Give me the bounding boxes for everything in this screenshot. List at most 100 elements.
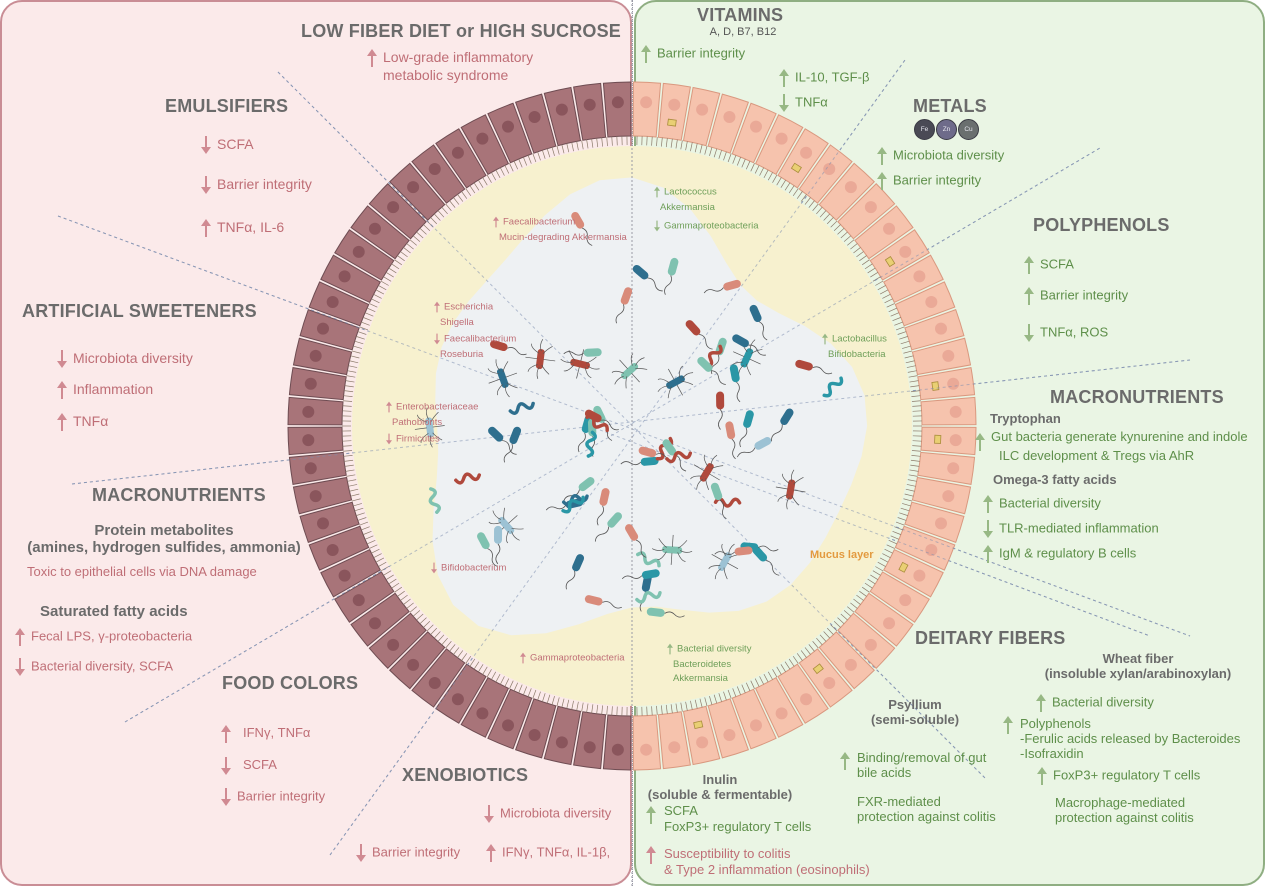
zinc-badge: Zn [936, 119, 957, 140]
microvillus [911, 395, 921, 397]
cell-nucleus [668, 741, 681, 754]
cell-nucleus [304, 377, 317, 390]
microvillus [808, 200, 815, 208]
sfa-effect: Bacterial diversity, SCFA [15, 658, 173, 676]
cell-nucleus [407, 181, 420, 194]
microvillus [348, 484, 358, 487]
microvillus [830, 220, 838, 228]
cell-nucleus [723, 110, 736, 123]
pilus [705, 478, 710, 491]
microvillus [759, 167, 764, 176]
microvillus [670, 704, 673, 714]
microvillus [527, 688, 532, 697]
down-arrow-icon [1024, 324, 1034, 342]
cell-nucleus [640, 96, 653, 109]
pilus [635, 368, 648, 370]
microvillus [792, 655, 799, 664]
vitamins-effect: TNFα [779, 94, 828, 112]
epithelial-cell [731, 688, 777, 750]
pilus [417, 414, 428, 423]
microvillus [441, 206, 448, 215]
down-arrow-icon [356, 844, 366, 862]
epithelial-cell [632, 714, 662, 771]
bacterium-body [498, 516, 515, 534]
microvillus [453, 197, 460, 205]
epithelial-cell [777, 663, 829, 724]
microvillus [909, 380, 919, 383]
epithelial-cell [904, 308, 965, 351]
pilus [635, 357, 645, 366]
microvillus [826, 627, 834, 635]
epithelial-cell [904, 501, 965, 544]
microvillus [879, 289, 889, 295]
bacterium-body [488, 426, 504, 442]
bacterium [652, 534, 693, 565]
microvillus [856, 594, 864, 601]
microvillus [906, 365, 916, 368]
cell-nucleus [476, 707, 489, 720]
microvillus [910, 385, 920, 388]
microvillus [816, 206, 823, 215]
microvillus [461, 653, 468, 661]
microvillus [723, 691, 727, 701]
microvillus [685, 141, 688, 151]
microvillus [819, 210, 827, 218]
pilus [430, 411, 439, 422]
cell-nucleus [302, 405, 315, 418]
epithelial-cell [320, 254, 381, 304]
microvillus [800, 194, 807, 202]
microvillus [409, 606, 417, 613]
microvillus [750, 680, 755, 689]
microvillus [713, 148, 718, 158]
microvillus [385, 272, 394, 278]
bacterium-body [716, 391, 725, 410]
microvillus [423, 224, 431, 232]
bacterium-body [607, 512, 623, 528]
cell-nucleus [949, 405, 962, 418]
bacterium-body [621, 362, 639, 380]
spirillum [585, 430, 597, 458]
pilus [791, 495, 800, 506]
cell-nucleus [555, 736, 568, 749]
bacterium-body [509, 426, 522, 445]
epithelial-cell [299, 501, 360, 544]
cell-nucleus [775, 132, 788, 145]
flagellum [495, 543, 501, 565]
sweeteners-effect: Microbiota diversity [57, 350, 193, 369]
microvillus [833, 224, 841, 232]
up-arrow-icon [1003, 716, 1013, 734]
microvillus [504, 165, 510, 174]
microvillus [542, 693, 546, 702]
microvillus [897, 517, 907, 521]
cell-nucleus [387, 201, 400, 214]
pilus [563, 364, 575, 372]
microvillus [788, 658, 795, 667]
cell-nucleus [528, 729, 541, 742]
tryptophan-title: Tryptophan [990, 411, 1061, 426]
down-arrow-icon [15, 658, 25, 676]
microvillus [576, 701, 579, 711]
up-arrow-icon [493, 216, 499, 228]
epithelial-cell [543, 705, 582, 766]
spirillum [636, 551, 661, 568]
microvillus [509, 680, 514, 689]
pilus [568, 350, 576, 361]
bacterium [428, 487, 441, 514]
epithelial-cell [487, 102, 533, 164]
microvillus [908, 474, 918, 477]
cell-nucleus [800, 693, 813, 706]
pilus [672, 534, 674, 547]
cell-nucleus [368, 222, 381, 235]
bacterium-body [729, 364, 740, 383]
cell-nucleus [800, 146, 813, 159]
flagellum [563, 351, 584, 356]
bacterium [596, 488, 610, 526]
low-fiber-effect: Low-grade inflammatory [367, 49, 533, 68]
pilus [429, 435, 433, 448]
microvillus [685, 701, 688, 711]
wheat-polyphenols-arrow [1003, 716, 1019, 735]
microvillus [853, 247, 861, 254]
microvillus [433, 213, 441, 221]
microvillus [513, 682, 519, 692]
